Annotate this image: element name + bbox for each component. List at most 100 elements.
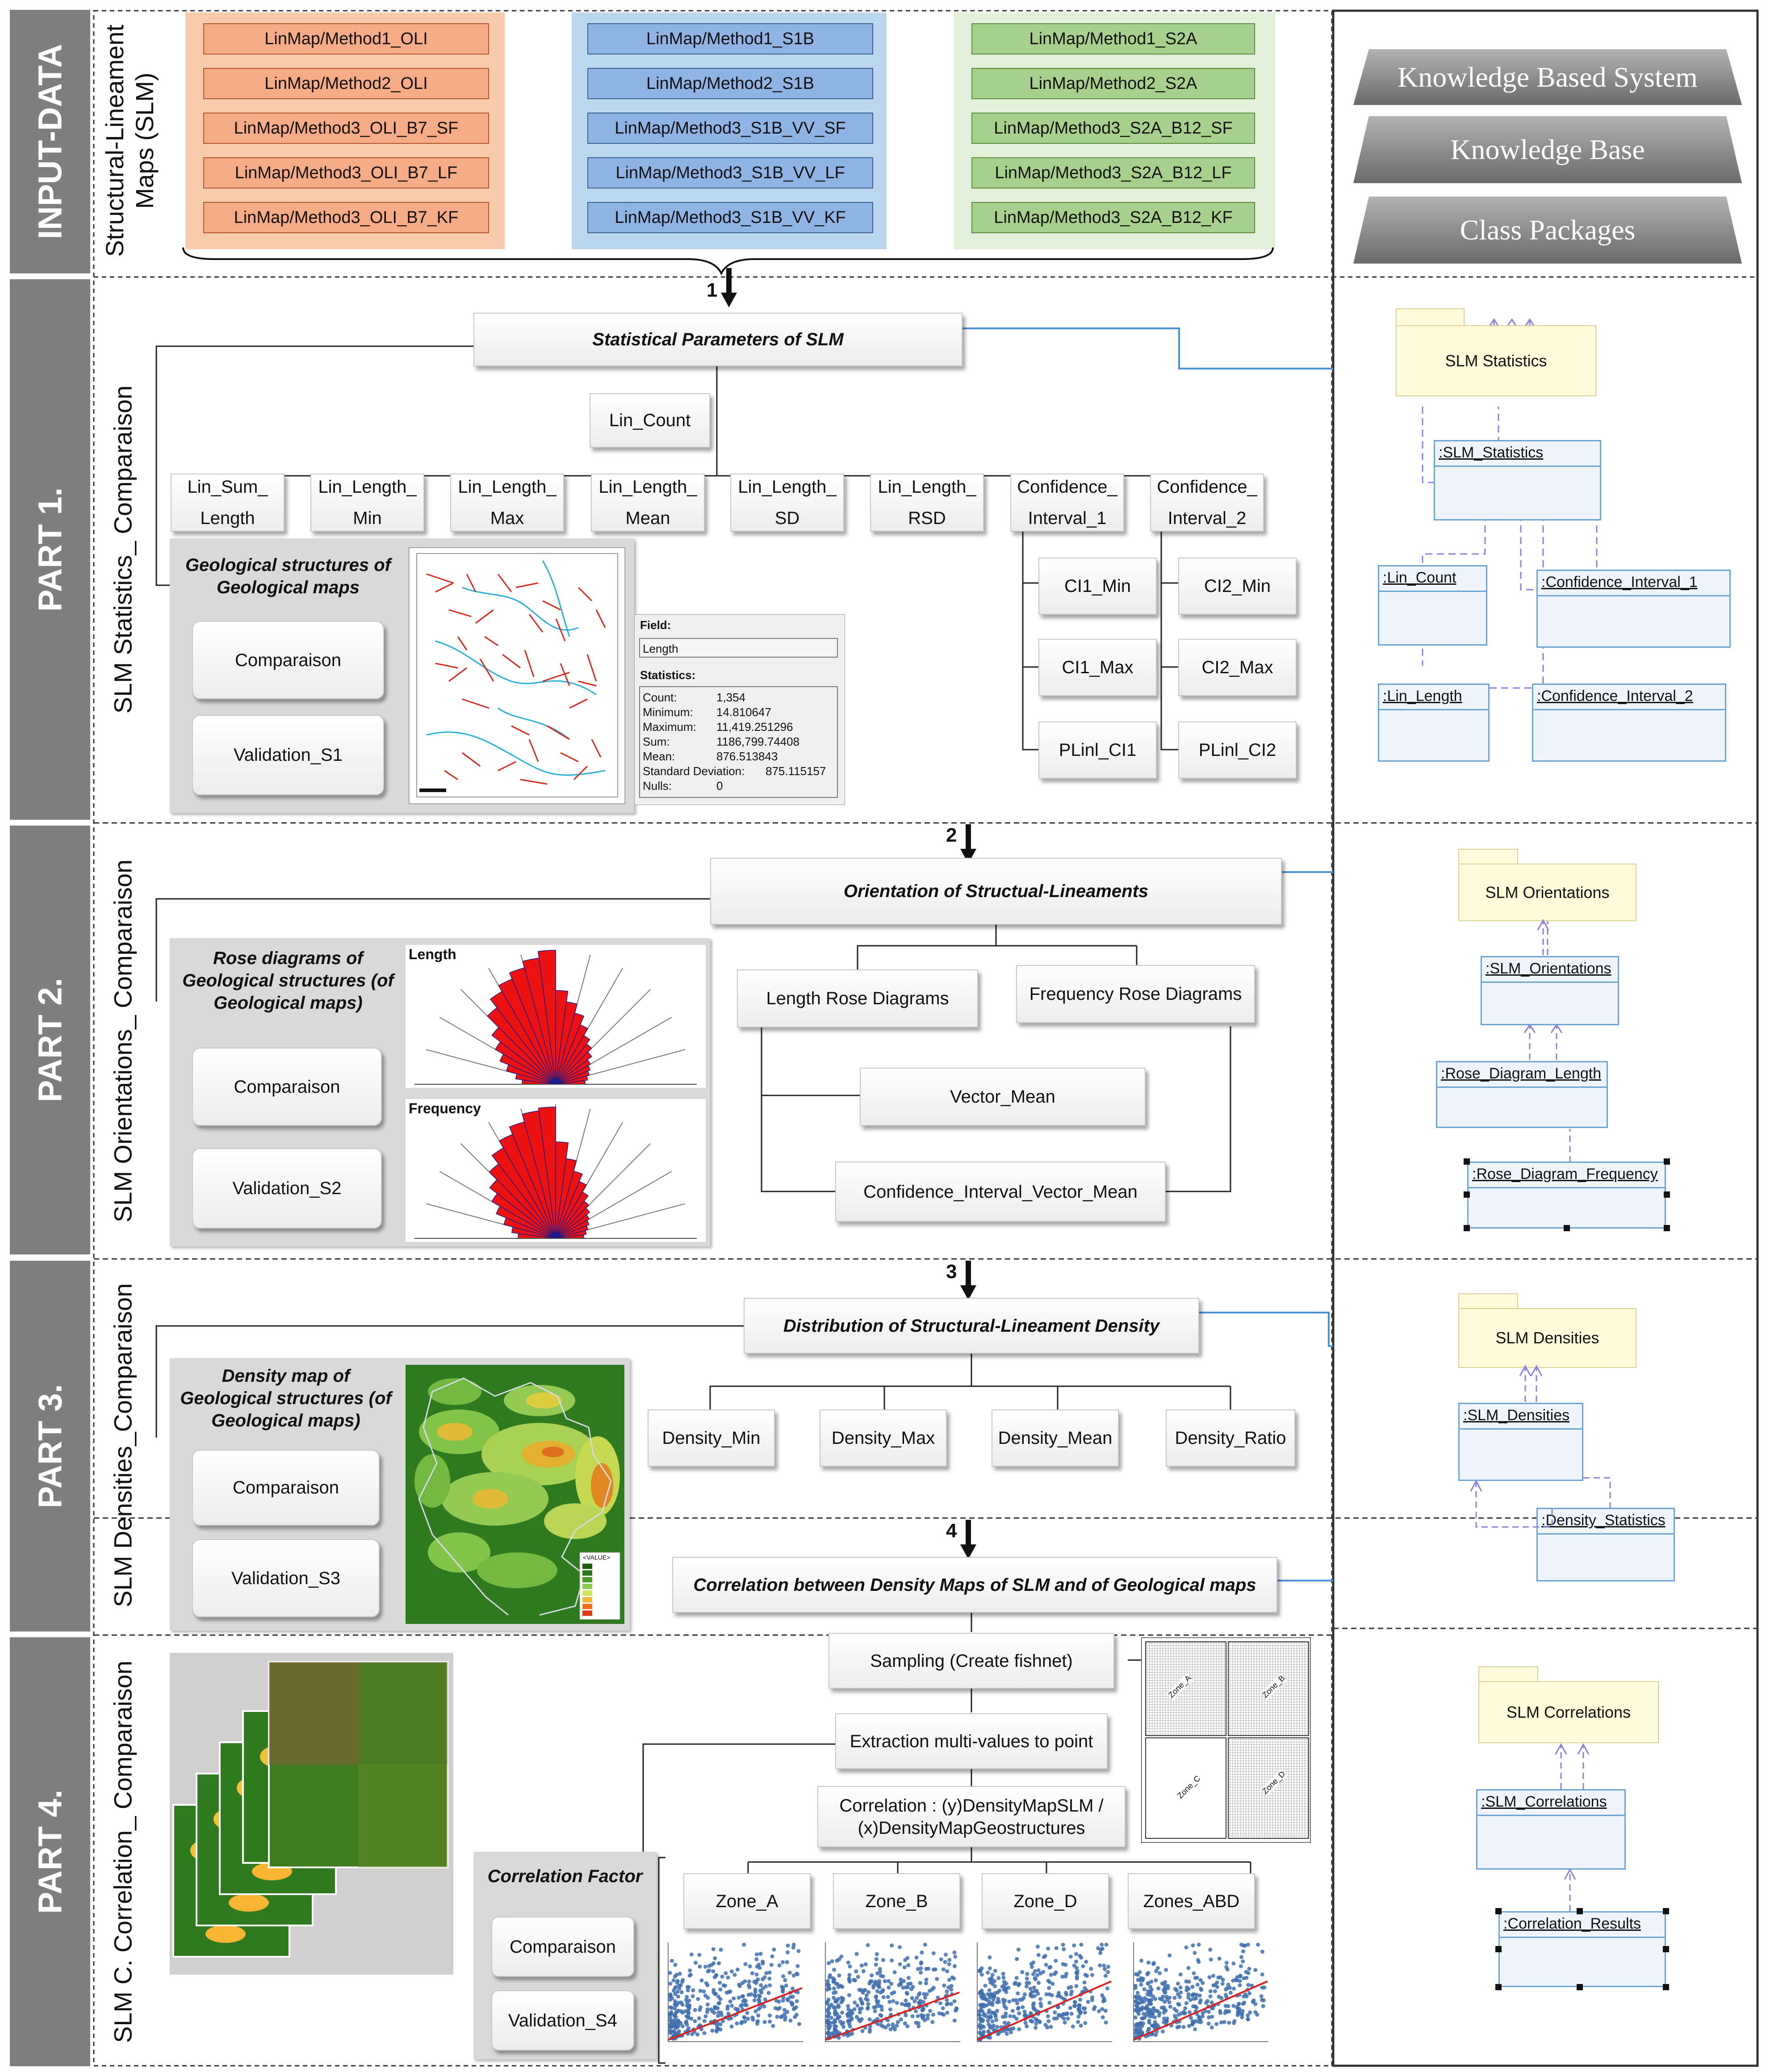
parameter-line2: RSD xyxy=(908,508,946,528)
scatter-point xyxy=(754,1972,759,1977)
scatter-point xyxy=(673,1963,678,1967)
scatter-point xyxy=(1231,1961,1236,1966)
scatter-point xyxy=(791,1986,795,1991)
scatter-point xyxy=(1098,1951,1103,1955)
scatter-point xyxy=(702,2031,707,2035)
scatter-point xyxy=(1142,1996,1147,2001)
scatter-point xyxy=(1162,1982,1167,1987)
scatter-point xyxy=(726,1976,730,1980)
scatter-point xyxy=(729,1969,734,1974)
scatter-point xyxy=(1136,1978,1140,1982)
scatter-point xyxy=(829,2016,833,2020)
stats-field-label: Field: xyxy=(640,618,671,632)
scatter-point xyxy=(875,1989,879,1993)
scatter-point xyxy=(1134,1972,1138,1976)
uml-class-slm-densities: :SLM_Densities xyxy=(1458,1403,1583,1481)
rose-petal xyxy=(555,1051,592,1085)
scatter-point xyxy=(978,1969,983,1974)
scatter-point xyxy=(920,2008,925,2013)
scatter-point xyxy=(727,2017,731,2021)
density-box-3: Density_Mean xyxy=(992,1409,1119,1467)
scatter-point xyxy=(1162,2008,1167,2012)
scatter-point xyxy=(891,1999,896,2003)
scatter-point xyxy=(1063,1974,1068,1979)
scatter-point xyxy=(890,1958,894,1963)
scatter-point xyxy=(715,2023,719,2027)
scatter-point xyxy=(1207,1975,1212,1980)
stats-key: Nulls: xyxy=(643,779,672,793)
scatter-point xyxy=(782,2012,787,2017)
scatter-point xyxy=(686,1985,691,1989)
step-2-arrow xyxy=(960,824,976,864)
scatter-point xyxy=(757,2007,761,2011)
stats-row: Count:1,354 xyxy=(643,691,835,705)
stats-key: Sum: xyxy=(643,735,670,748)
scatter-point xyxy=(940,2012,944,2016)
scatter-point xyxy=(678,1971,682,1976)
scatter-point xyxy=(845,2012,850,2017)
scatter-point xyxy=(1015,2001,1019,2005)
scatter-point xyxy=(1037,1980,1041,1985)
parameter-box-3: Lin_Length_Max xyxy=(450,474,564,532)
scatter-point xyxy=(1034,2022,1038,2026)
parameter-box-6: Lin_Length_RSD xyxy=(870,474,984,532)
scatter-point xyxy=(677,2029,681,2034)
scatter-point xyxy=(1246,1983,1251,1987)
ci2-max-box: CI2_Max xyxy=(1178,639,1297,696)
scatter-point xyxy=(1188,2016,1193,2020)
scatter-point xyxy=(1179,1990,1183,1995)
scatter-point xyxy=(1246,2017,1250,2022)
input-map-oli-5: LinMap/Method3_OLI_B7_KF xyxy=(203,202,489,233)
scatter-point xyxy=(1209,1957,1213,1962)
scatter-point xyxy=(753,1994,757,1998)
scatter-point xyxy=(1246,2013,1250,2017)
scatter-point xyxy=(992,2011,996,2015)
scatter-point xyxy=(1155,1966,1160,1970)
scatter-point xyxy=(750,1971,754,1976)
scatter-point xyxy=(1238,1974,1243,1979)
scatter-point xyxy=(1133,2015,1138,2020)
scatter-point xyxy=(1079,1942,1084,1947)
scatter-axes xyxy=(1133,1942,1268,2042)
scatter-point xyxy=(952,1964,957,1968)
plinl-ci2-box: PLinl_CI2 xyxy=(1178,721,1297,779)
scatter-point xyxy=(1228,1990,1233,1995)
parameter-line1: Lin_Length_ xyxy=(738,477,837,497)
scatter-point xyxy=(949,2002,954,2006)
scatter-point xyxy=(906,1976,911,1980)
uml-class-ci1-name: :Confidence_Interval_1 xyxy=(1541,574,1698,591)
side-bar-part2: PART 2. xyxy=(10,826,90,1254)
uml-part4-links xyxy=(1495,1743,1669,1990)
scatter-point xyxy=(1079,2010,1083,2014)
scatter-point xyxy=(721,2019,725,2023)
scatter-point xyxy=(1144,2005,1148,2010)
zone-box-2: Zone_B xyxy=(833,1873,960,1929)
scatter-point xyxy=(875,2022,880,2026)
parameter-box-2: Lin_Length_Min xyxy=(310,474,424,532)
scatter-point xyxy=(796,1949,801,1953)
scatter-point xyxy=(832,1996,836,2000)
scatter-point xyxy=(688,1968,692,1973)
scatter-point xyxy=(1208,1989,1213,1993)
scatter-point xyxy=(950,1975,954,1980)
scatter-point xyxy=(825,1979,830,1983)
scatter-point xyxy=(930,2020,935,2024)
scatter-point xyxy=(1238,1979,1242,1983)
scatter-point xyxy=(1224,1965,1229,1969)
scatter-point xyxy=(848,2024,852,2029)
scatter-point xyxy=(797,2022,801,2026)
scatter-point xyxy=(732,1996,736,2001)
scatter-point xyxy=(890,1991,894,1996)
scatter-point xyxy=(1047,1965,1052,1970)
scatter-point xyxy=(1047,1992,1052,1997)
scatter-point xyxy=(1253,1968,1258,1972)
scatter-point xyxy=(918,1981,922,1985)
scatter-point xyxy=(1168,1953,1172,1958)
part2-comparaison-box: Comparaison xyxy=(192,1048,382,1126)
scatter-point xyxy=(989,1978,994,1982)
plinl-ci1-box: PLinl_CI1 xyxy=(1038,721,1157,779)
scatter-point xyxy=(1145,2010,1150,2014)
scatter-point xyxy=(938,2001,942,2005)
scatter-point xyxy=(1148,1989,1152,1993)
